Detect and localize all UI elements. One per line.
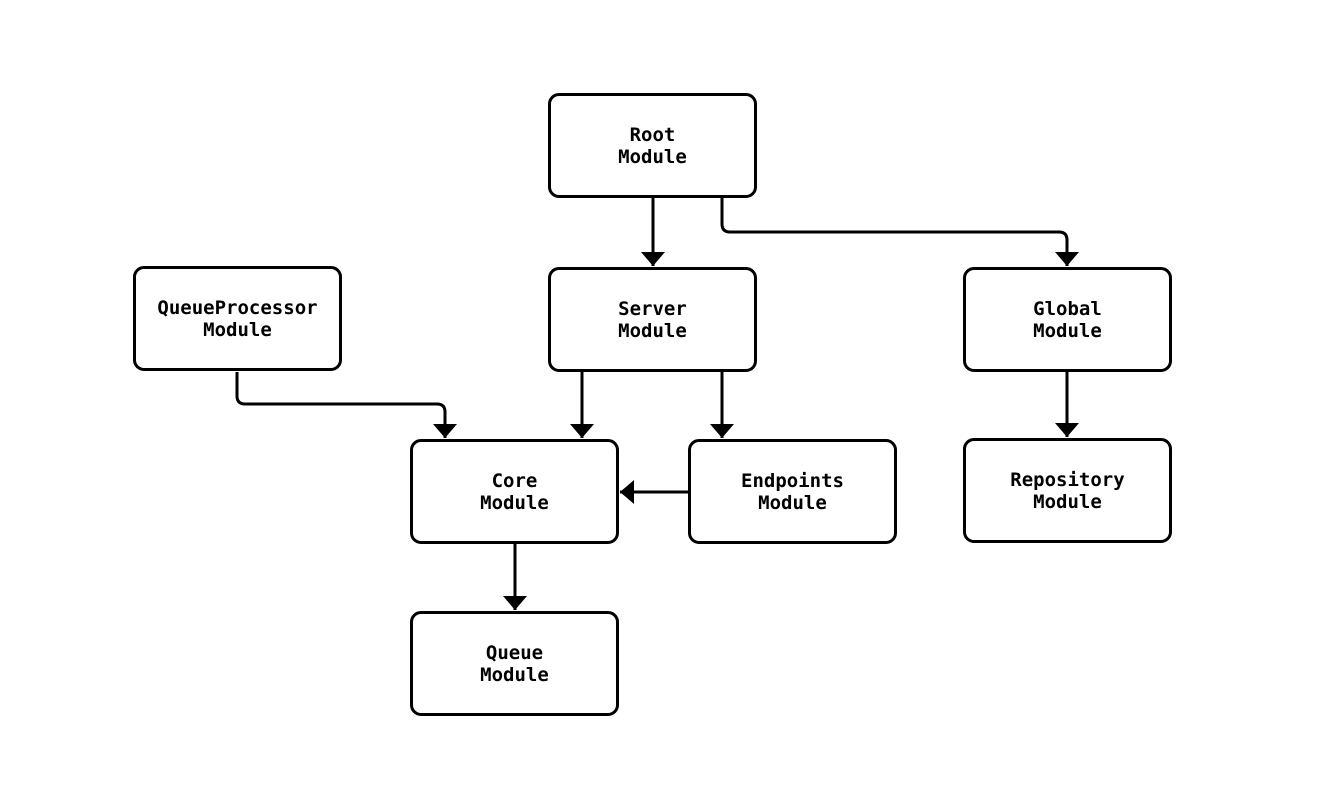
node-queue-module-label: Queue Module: [480, 641, 549, 686]
node-queue-module: Queue Module: [410, 611, 619, 716]
node-core-module: Core Module: [410, 439, 619, 544]
node-repository-module-label: Repository Module: [1010, 468, 1125, 513]
node-server-module: Server Module: [548, 267, 757, 372]
node-server-module-label: Server Module: [618, 297, 687, 342]
node-root-module: Root Module: [548, 93, 757, 198]
node-root-module-label: Root Module: [618, 123, 687, 168]
node-global-module: Global Module: [963, 267, 1172, 372]
edge-queueprocessor-to-core: [235, 372, 457, 438]
node-global-module-label: Global Module: [1033, 297, 1102, 342]
node-repository-module: Repository Module: [963, 438, 1172, 543]
node-queueprocessor-module: QueueProcessor Module: [133, 266, 342, 371]
node-queueprocessor-module-label: QueueProcessor Module: [157, 296, 318, 341]
node-endpoints-module-label: Endpoints Module: [741, 469, 844, 514]
node-core-module-label: Core Module: [480, 469, 549, 514]
node-endpoints-module: Endpoints Module: [688, 439, 897, 544]
edge-root-to-global: [720, 198, 1079, 266]
